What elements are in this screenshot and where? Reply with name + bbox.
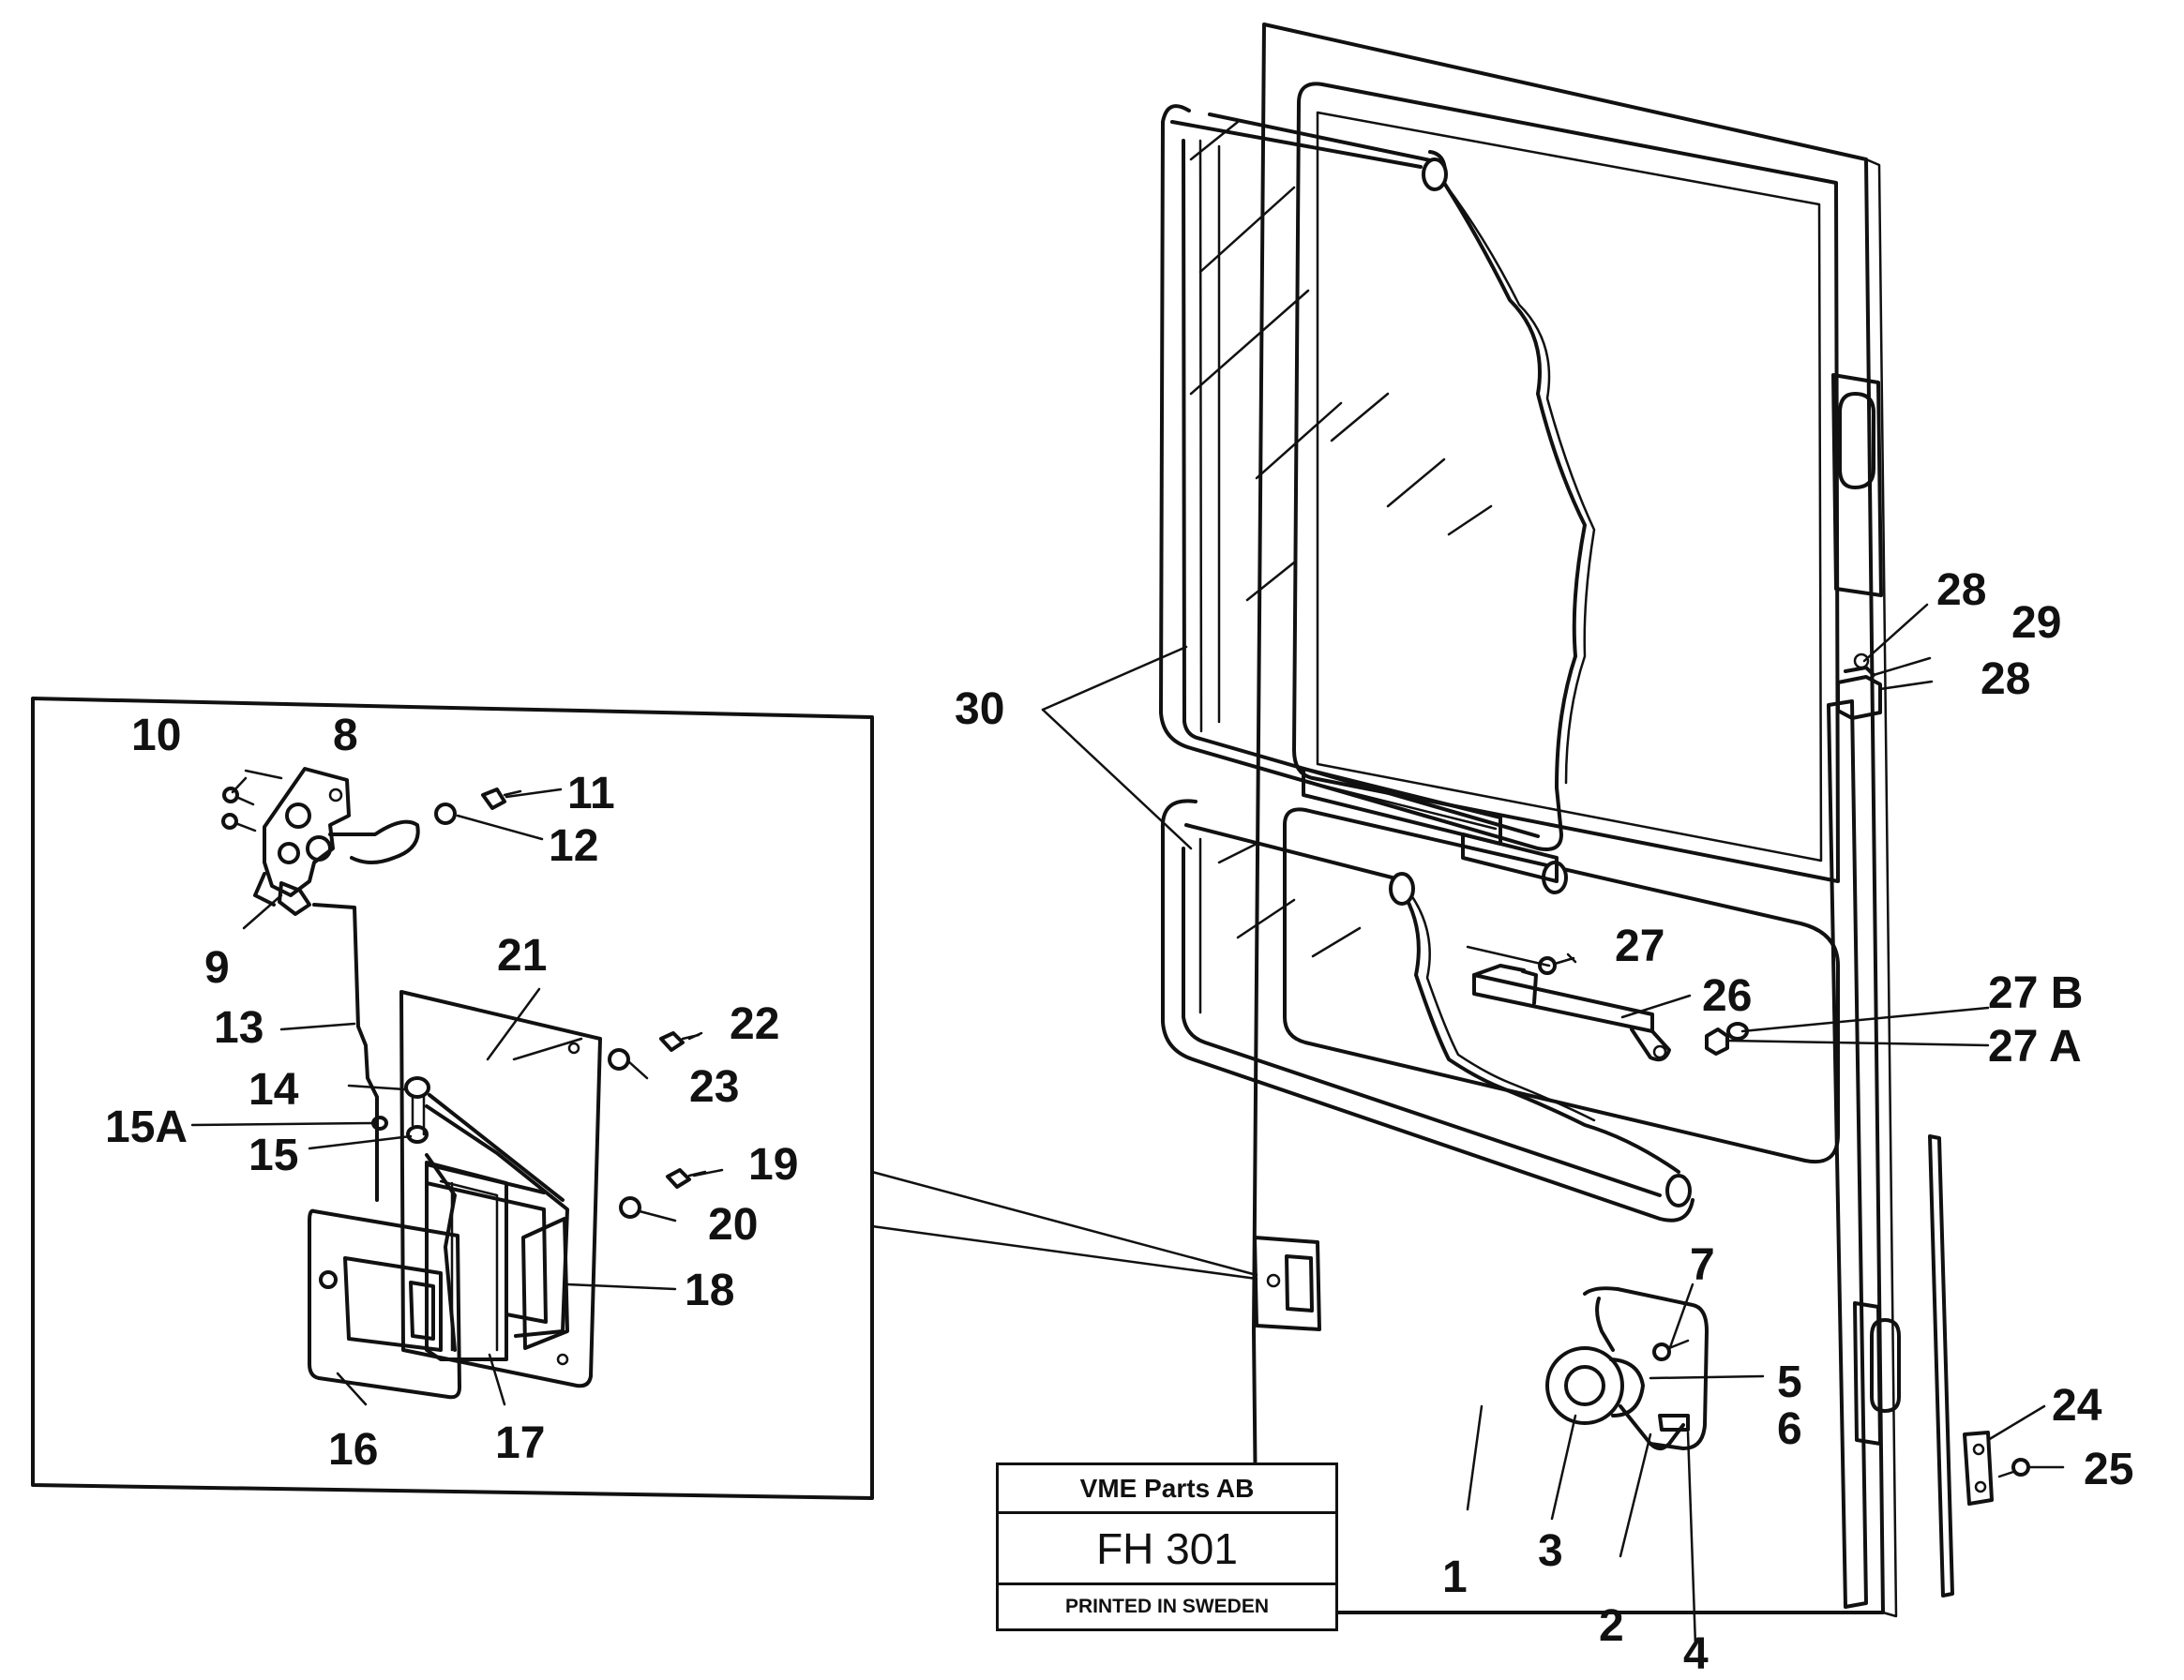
vertical-rod	[1928, 1134, 1954, 1598]
callout-26: 26	[1702, 971, 1752, 1021]
nut-27a	[1705, 1028, 1729, 1056]
callout-7: 7	[1690, 1240, 1715, 1290]
callout-21: 21	[497, 931, 547, 981]
callout-19: 19	[748, 1140, 798, 1190]
callout-29: 29	[2011, 598, 2061, 648]
screw-19	[666, 1168, 707, 1189]
callout-11: 11	[567, 769, 615, 818]
callout-23: 23	[689, 1062, 739, 1112]
callout-1: 1	[1442, 1552, 1468, 1602]
drawing-code: FH 301	[999, 1514, 1335, 1585]
printed-note: PRINTED IN SWEDEN	[1064, 1596, 1269, 1617]
lock-mechanism	[253, 767, 420, 916]
callout-27b: 27 B	[1988, 968, 2083, 1018]
callout-18: 18	[685, 1266, 734, 1315]
door-panel	[1252, 22, 1901, 1618]
window-regulator-handle	[1545, 1286, 1709, 1450]
callout-9: 9	[204, 943, 230, 993]
callout-27a: 27 A	[1988, 1022, 2082, 1072]
leader-lines	[190, 603, 2065, 1647]
washer-12	[434, 802, 457, 825]
screw-22	[659, 1031, 700, 1052]
clip-14	[404, 1076, 430, 1136]
callout-28-bottom: 28	[1981, 654, 2030, 704]
lock-detail-inset	[31, 697, 874, 1500]
control-rod	[312, 903, 379, 1202]
callout-12: 12	[549, 821, 598, 871]
callout-16: 16	[328, 1425, 378, 1475]
callout-17: 17	[495, 1418, 545, 1468]
callout-15a: 15A	[105, 1102, 188, 1152]
callout-28-top: 28	[1936, 565, 1986, 615]
detail-leader-upper	[870, 1170, 1258, 1277]
callout-20: 20	[708, 1200, 758, 1250]
company-name: VME Parts AB	[999, 1465, 1335, 1514]
handle-housing	[425, 1161, 508, 1361]
title-block: VME Parts AB FH 301 PRINTED IN SWEDEN	[996, 1462, 1338, 1631]
window-rail-bracket	[1472, 964, 1671, 1062]
screw-25	[1997, 1458, 2030, 1478]
callout-30: 30	[955, 684, 1004, 734]
hinge-pin-assembly	[1836, 652, 1882, 720]
callout-2: 2	[1599, 1601, 1624, 1651]
callout-labels: 1 2 3 4 5 6 7 8 9 10 11 12 13 14 15A 15 …	[105, 565, 2133, 1679]
callout-25: 25	[2084, 1445, 2133, 1494]
screw-11	[481, 788, 522, 810]
screw-10b	[221, 813, 257, 832]
detail-leader-lower	[870, 1224, 1258, 1281]
clip-15	[406, 1125, 429, 1144]
callout-27: 27	[1615, 922, 1664, 971]
callout-6: 6	[1777, 1404, 1802, 1454]
backing-plate	[399, 990, 602, 1388]
callout-10: 10	[131, 711, 181, 760]
callout-22: 22	[730, 999, 779, 1049]
callout-15: 15	[249, 1131, 298, 1180]
bracket-24	[1963, 1431, 1994, 1506]
washer-23	[608, 1048, 630, 1071]
screw-10a	[222, 787, 255, 806]
callout-5: 5	[1777, 1358, 1802, 1407]
callout-24: 24	[2052, 1381, 2102, 1431]
lower-window-glass	[1160, 767, 1694, 1222]
callout-3: 3	[1538, 1526, 1563, 1576]
handle-bezel	[308, 1208, 461, 1400]
callout-14: 14	[249, 1065, 299, 1115]
callout-4: 4	[1683, 1629, 1709, 1679]
washer-20	[619, 1196, 641, 1219]
screw-27	[1538, 952, 1577, 975]
upper-window-glass	[1159, 104, 1596, 894]
callout-13: 13	[214, 1003, 264, 1053]
callout-8: 8	[333, 711, 358, 760]
